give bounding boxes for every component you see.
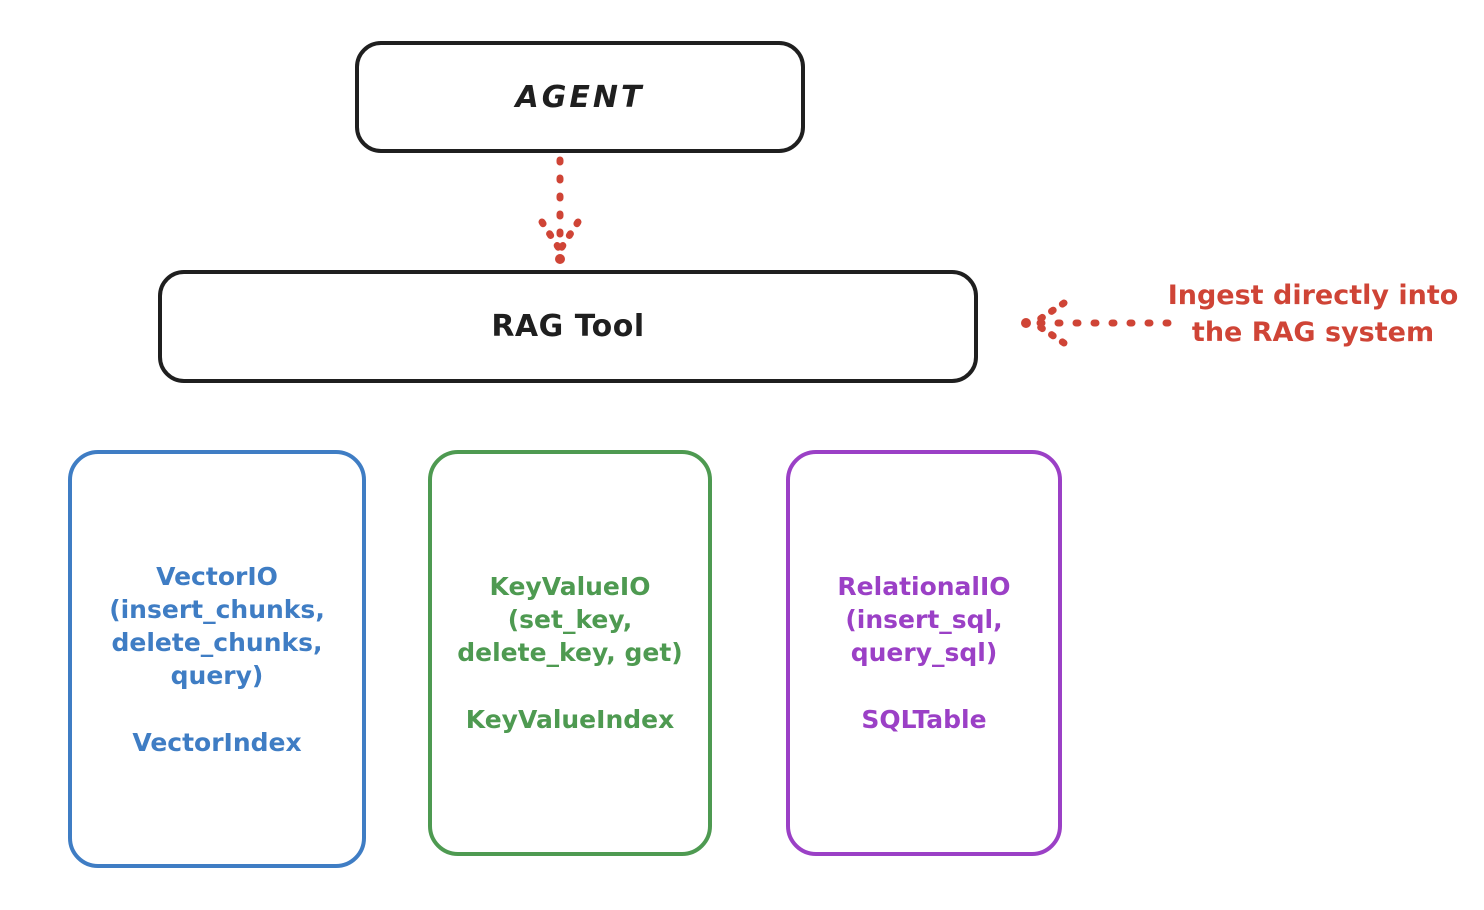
relational-io-api-label: RelationalIO (insert_sql, query_sql) [837,572,1011,667]
ingest-arrow [1021,299,1172,347]
rag-tool-node-label: RAG Tool [491,309,645,344]
relational-io-node[interactable]: RelationalIO (insert_sql, query_sql) SQL… [786,450,1062,856]
sql-table-label: SQLTable [861,705,987,734]
ingest-arrow-head-bottom [1030,319,1068,347]
agent-node-label: AGENT [515,79,645,115]
vector-io-api-label: VectorIO (insert_chunks, delete_chunks, … [109,561,325,690]
arrow-tip [555,254,565,264]
vector-index-label: VectorIndex [132,727,302,757]
ingest-annotation-text: Ingest directly into the RAG system [1167,280,1459,348]
agent-to-rag-arrow [538,156,582,264]
key-value-index-label: KeyValueIndex [465,705,675,734]
agent-node[interactable]: AGENT [355,41,805,153]
key-value-io-api-label: KeyValueIO (set_key, delete_key, get) [457,572,683,667]
arrow-head-right [556,218,582,254]
ingest-arrow-head-top [1030,299,1068,327]
arrow-head-left [538,218,564,254]
vector-io-node[interactable]: VectorIO (insert_chunks, delete_chunks, … [68,450,366,868]
rag-tool-node[interactable]: RAG Tool [158,270,978,383]
ingest-arrow-tip [1021,318,1031,328]
key-value-io-node[interactable]: KeyValueIO (set_key, delete_key, get) Ke… [428,450,712,856]
